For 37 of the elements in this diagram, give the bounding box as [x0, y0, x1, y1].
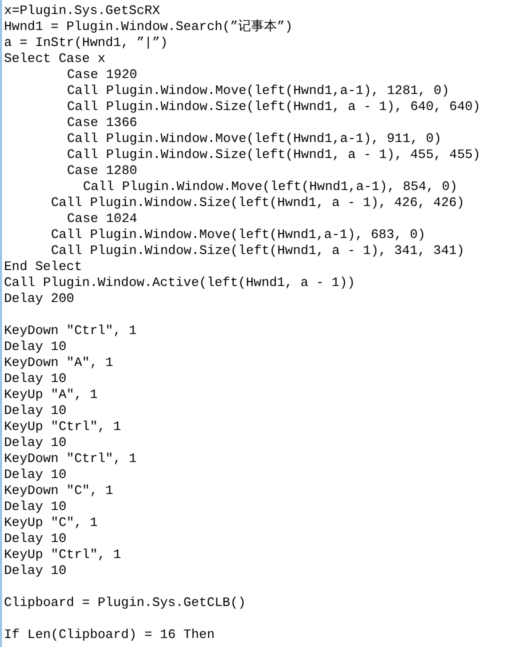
code-line: x=Plugin.Sys.GetScRX — [4, 3, 160, 19]
code-line: KeyUp "Ctrl", 1 — [4, 547, 122, 563]
code-line: Case 1920 — [67, 67, 138, 83]
code-line: KeyUp "A", 1 — [4, 387, 98, 403]
code-line: Call Plugin.Window.Size(left(Hwnd1, a - 1), 640, 640) — [67, 99, 480, 115]
code-line: Call Plugin.Window.Size(left(Hwnd1, a - 1), 455, 455) — [67, 147, 480, 163]
code-line: If Len(Clipboard) = 16 Then — [4, 627, 215, 643]
code-line: Select Case x — [4, 51, 106, 67]
code-line: Delay 10 — [4, 435, 66, 451]
code-line: KeyDown "A", 1 — [4, 355, 114, 371]
code-line: Call Plugin.Window.Active(left(Hwnd1, a - 1)) — [4, 275, 356, 291]
code-line: Call Plugin.Window.Move(left(Hwnd1,a-1), 911, 0) — [67, 131, 442, 147]
code-line: Call Plugin.Window.Move(left(Hwnd1,a-1), 1281, 0) — [67, 83, 450, 99]
code-line: a = InStr(Hwnd1, ”|”) — [4, 35, 168, 51]
code-line: Case 1280 — [67, 163, 138, 179]
code-line: Delay 10 — [4, 499, 66, 515]
code-line: KeyDown "C", 1 — [4, 483, 114, 499]
code-line: Delay 10 — [4, 371, 66, 387]
code-line: End Select — [4, 259, 82, 275]
code-line: Delay 10 — [4, 403, 66, 419]
code-line: Delay 200 — [4, 291, 74, 307]
code-line: Call Plugin.Window.Size(left(Hwnd1, a - 1), 341, 341) — [51, 243, 464, 259]
code-line: KeyDown "Ctrl", 1 — [4, 323, 137, 339]
code-line: Delay 10 — [4, 467, 66, 483]
code-line: Hwnd1 = Plugin.Window.Search(”记事本”) — [4, 19, 293, 35]
code-line: Call Plugin.Window.Move(left(Hwnd1,a-1), 854, 0) — [83, 179, 458, 195]
code-line: Clipboard = Plugin.Sys.GetCLB() — [4, 595, 246, 611]
code-line: KeyUp "C", 1 — [4, 515, 98, 531]
code-line: Case 1024 — [67, 211, 138, 227]
code-line: Case 1366 — [67, 115, 138, 131]
code-line: KeyDown "Ctrl", 1 — [4, 451, 137, 467]
code-line: KeyUp "Ctrl", 1 — [4, 419, 122, 435]
code-line: Delay 10 — [4, 563, 66, 579]
code-line: Delay 10 — [4, 531, 66, 547]
code-line: Call Plugin.Window.Move(left(Hwnd1,a-1), 683, 0) — [51, 227, 426, 243]
code-line: Call Plugin.Window.Size(left(Hwnd1, a - 1), 426, 426) — [51, 195, 464, 211]
code-line: Delay 10 — [4, 339, 66, 355]
